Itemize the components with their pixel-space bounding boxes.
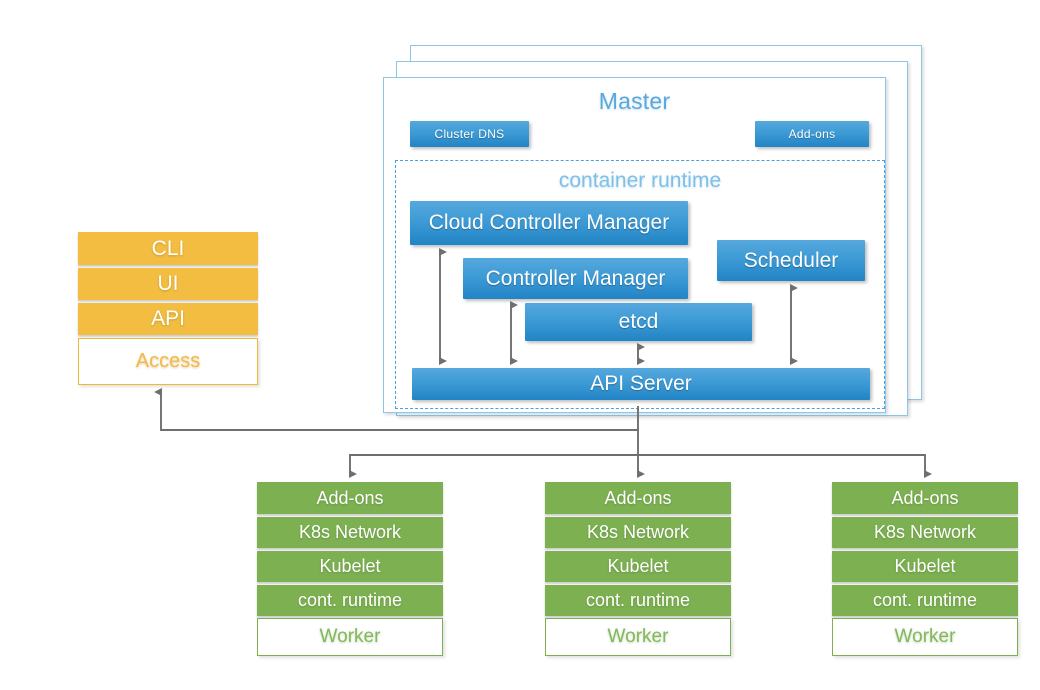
scheduler-label: Scheduler [743,248,839,272]
master-title: Master [598,88,671,114]
worker-1-footer: Worker [257,618,443,656]
worker-3-layer-kubelet-label: Kubelet [894,556,956,576]
worker-1-footer-label: Worker [319,626,381,647]
master-addons-label: Add-ons [788,127,836,141]
worker-3-layer-k8s-network-label: K8s Network [873,522,977,542]
worker-1-layer-cont-runtime[interactable]: cont. runtime [257,585,443,616]
etcd-box[interactable]: etcd [525,303,752,341]
etcd-label: etcd [618,310,659,333]
access-item-ui[interactable]: UI [78,268,258,300]
worker-1-layer-kubelet-label: Kubelet [319,556,381,576]
access-item-cli-label: CLI [151,236,185,260]
access-item-cli[interactable]: CLI [78,232,258,265]
worker-3-layer-kubelet[interactable]: Kubelet [832,551,1018,582]
cluster-dns-box[interactable]: Cluster DNS [410,121,529,147]
worker-3-footer-label: Worker [894,626,956,647]
worker-2-layer-k8s-network[interactable]: K8s Network [545,517,731,548]
worker-bus-right [638,454,932,478]
worker-2-layer-kubelet-label: Kubelet [607,556,669,576]
cluster-dns-label: Cluster DNS [434,127,505,141]
api-server-box[interactable]: API Server [412,368,870,400]
worker-2-footer-label: Worker [607,626,669,647]
worker-2-footer: Worker [545,618,731,656]
worker-3-layer-cont-runtime-label: cont. runtime [872,590,978,610]
access-footer: Access [78,338,258,385]
access-item-api[interactable]: API [78,303,258,335]
worker-1-layer-kubelet[interactable]: Kubelet [257,551,443,582]
worker-1-layer-addons-label: Add-ons [316,487,384,508]
controller-manager-label: Controller Manager [485,266,666,290]
worker-1-layer-cont-runtime-label: cont. runtime [297,590,403,610]
controller-manager-box[interactable]: Controller Manager [463,258,688,299]
worker-2-layer-k8s-network-label: K8s Network [586,522,690,542]
worker-2-layer-addons-label: Add-ons [604,487,672,508]
scheduler-box[interactable]: Scheduler [717,240,865,281]
access-item-api-label: API [151,307,185,330]
worker-3-layer-cont-runtime[interactable]: cont. runtime [832,585,1018,616]
worker-1-layer-k8s-network-label: K8s Network [298,522,402,542]
worker-2-layer-kubelet[interactable]: Kubelet [545,551,731,582]
cloud-controller-manager-box[interactable]: Cloud Controller Manager [410,201,688,245]
master-addons-box[interactable]: Add-ons [755,121,869,147]
worker-3-layer-k8s-network[interactable]: K8s Network [832,517,1018,548]
worker-bus-left [349,454,638,478]
worker-2-layer-cont-runtime[interactable]: cont. runtime [545,585,731,616]
cloud-controller-manager-label: Cloud Controller Manager [428,211,670,234]
worker-3-layer-addons[interactable]: Add-ons [832,482,1018,514]
worker-1-layer-k8s-network[interactable]: K8s Network [257,517,443,548]
api-server-label: API Server [590,372,692,395]
worker-2-layer-addons[interactable]: Add-ons [545,482,731,514]
worker-3-footer: Worker [832,618,1018,656]
access-item-ui-label: UI [157,272,179,295]
access-footer-label: Access [135,350,201,372]
container-runtime-region: container runtime [395,160,885,409]
worker-3-layer-addons-label: Add-ons [891,487,959,508]
worker-1-layer-addons[interactable]: Add-ons [257,482,443,514]
worker-2-layer-cont-runtime-label: cont. runtime [585,590,691,610]
container-runtime-title: container runtime [558,169,722,192]
